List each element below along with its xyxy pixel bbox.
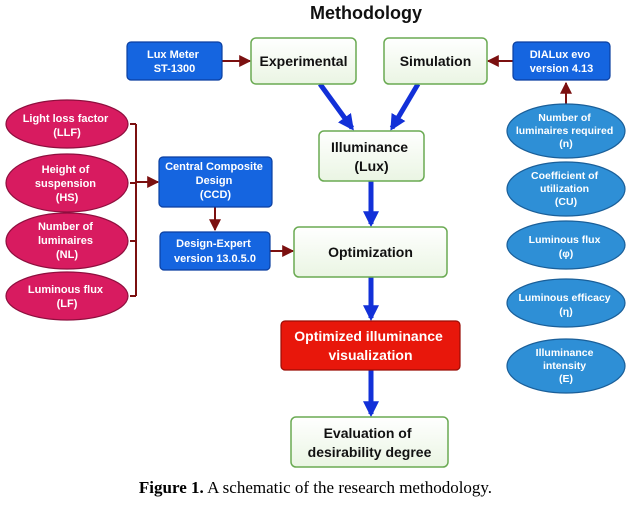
- box-experimental: Experimental: [250, 37, 357, 85]
- box-optimization-label: Optimization: [328, 244, 413, 260]
- box-lux-meter-label: Lux Meter ST-1300: [147, 49, 202, 75]
- ellipse-cu: Coefficient of utilization (CU): [506, 161, 626, 217]
- ellipse-eta-label: Luminous efficacy (η): [518, 292, 613, 318]
- box-lux-meter: Lux Meter ST-1300: [126, 41, 223, 81]
- figure-caption-label: Figure 1.: [138, 478, 204, 497]
- box-experimental-label: Experimental: [260, 53, 348, 69]
- ellipse-llf: Light loss factor (LLF): [5, 99, 129, 149]
- ellipse-hs: Height of suspension (HS): [5, 153, 129, 213]
- arrow-simulation-to-illuminance: [389, 82, 421, 131]
- box-design-expert: Design-Expert version 13.0.5.0: [159, 231, 271, 271]
- ellipse-n: Number of luminaires required (n): [506, 103, 626, 159]
- arrow-experimental-to-illuminance: [317, 82, 355, 131]
- ellipse-e-label: Illuminance intensity (E): [536, 347, 597, 385]
- figure-caption-text: A schematic of the research methodology.: [203, 478, 493, 497]
- box-optimized-visualization-label: Optimized illuminance visualization: [294, 328, 446, 363]
- box-design-expert-label: Design-Expert version 13.0.5.0: [174, 238, 256, 265]
- diagram-title: Methodology: [310, 3, 422, 23]
- box-ccd-label: Central Composite Design (CCD): [165, 161, 266, 201]
- ellipse-nl-label: Number of luminaires (NL): [38, 221, 96, 261]
- box-simulation-label: Simulation: [400, 53, 472, 69]
- ellipse-llf-label: Light loss factor (LLF): [23, 113, 112, 139]
- box-illuminance: Illuminance (Lux): [318, 130, 425, 182]
- flow-arrows: [317, 82, 421, 418]
- box-dialux-label: DIALux evo version 4.13: [530, 49, 594, 75]
- box-evaluation-label: Evaluation of desirability degree: [308, 425, 432, 460]
- ellipse-nl: Number of luminaires (NL): [5, 212, 129, 270]
- ellipse-phi: Luminous flux (φ): [506, 220, 626, 270]
- box-optimized-visualization: Optimized illuminance visualization: [280, 320, 461, 371]
- ellipse-eta: Luminous efficacy (η): [506, 278, 626, 328]
- box-evaluation: Evaluation of desirability degree: [290, 416, 449, 468]
- box-illuminance-label: Illuminance (Lux): [331, 139, 412, 174]
- ellipse-phi-label: Luminous flux (φ): [529, 234, 604, 260]
- ellipse-cu-label: Coefficient of utilization (CU): [531, 170, 601, 208]
- ellipse-n-label: Number of luminaires required (n): [516, 112, 616, 150]
- ellipse-hs-label: Height of suspension (HS): [35, 164, 99, 204]
- ellipse-e: Illuminance intensity (E): [506, 338, 626, 394]
- connectors: [130, 55, 572, 297]
- box-dialux: DIALux evo version 4.13: [512, 41, 611, 81]
- ellipse-lf-label: Luminous flux (LF): [28, 284, 106, 310]
- bracket-left-factors: [130, 123, 137, 297]
- figure-caption: Figure 1. A schematic of the research me…: [0, 478, 631, 498]
- box-ccd: Central Composite Design (CCD): [158, 156, 273, 208]
- box-simulation: Simulation: [383, 37, 488, 85]
- ellipse-lf: Luminous flux (LF): [5, 271, 129, 321]
- box-optimization: Optimization: [293, 226, 448, 278]
